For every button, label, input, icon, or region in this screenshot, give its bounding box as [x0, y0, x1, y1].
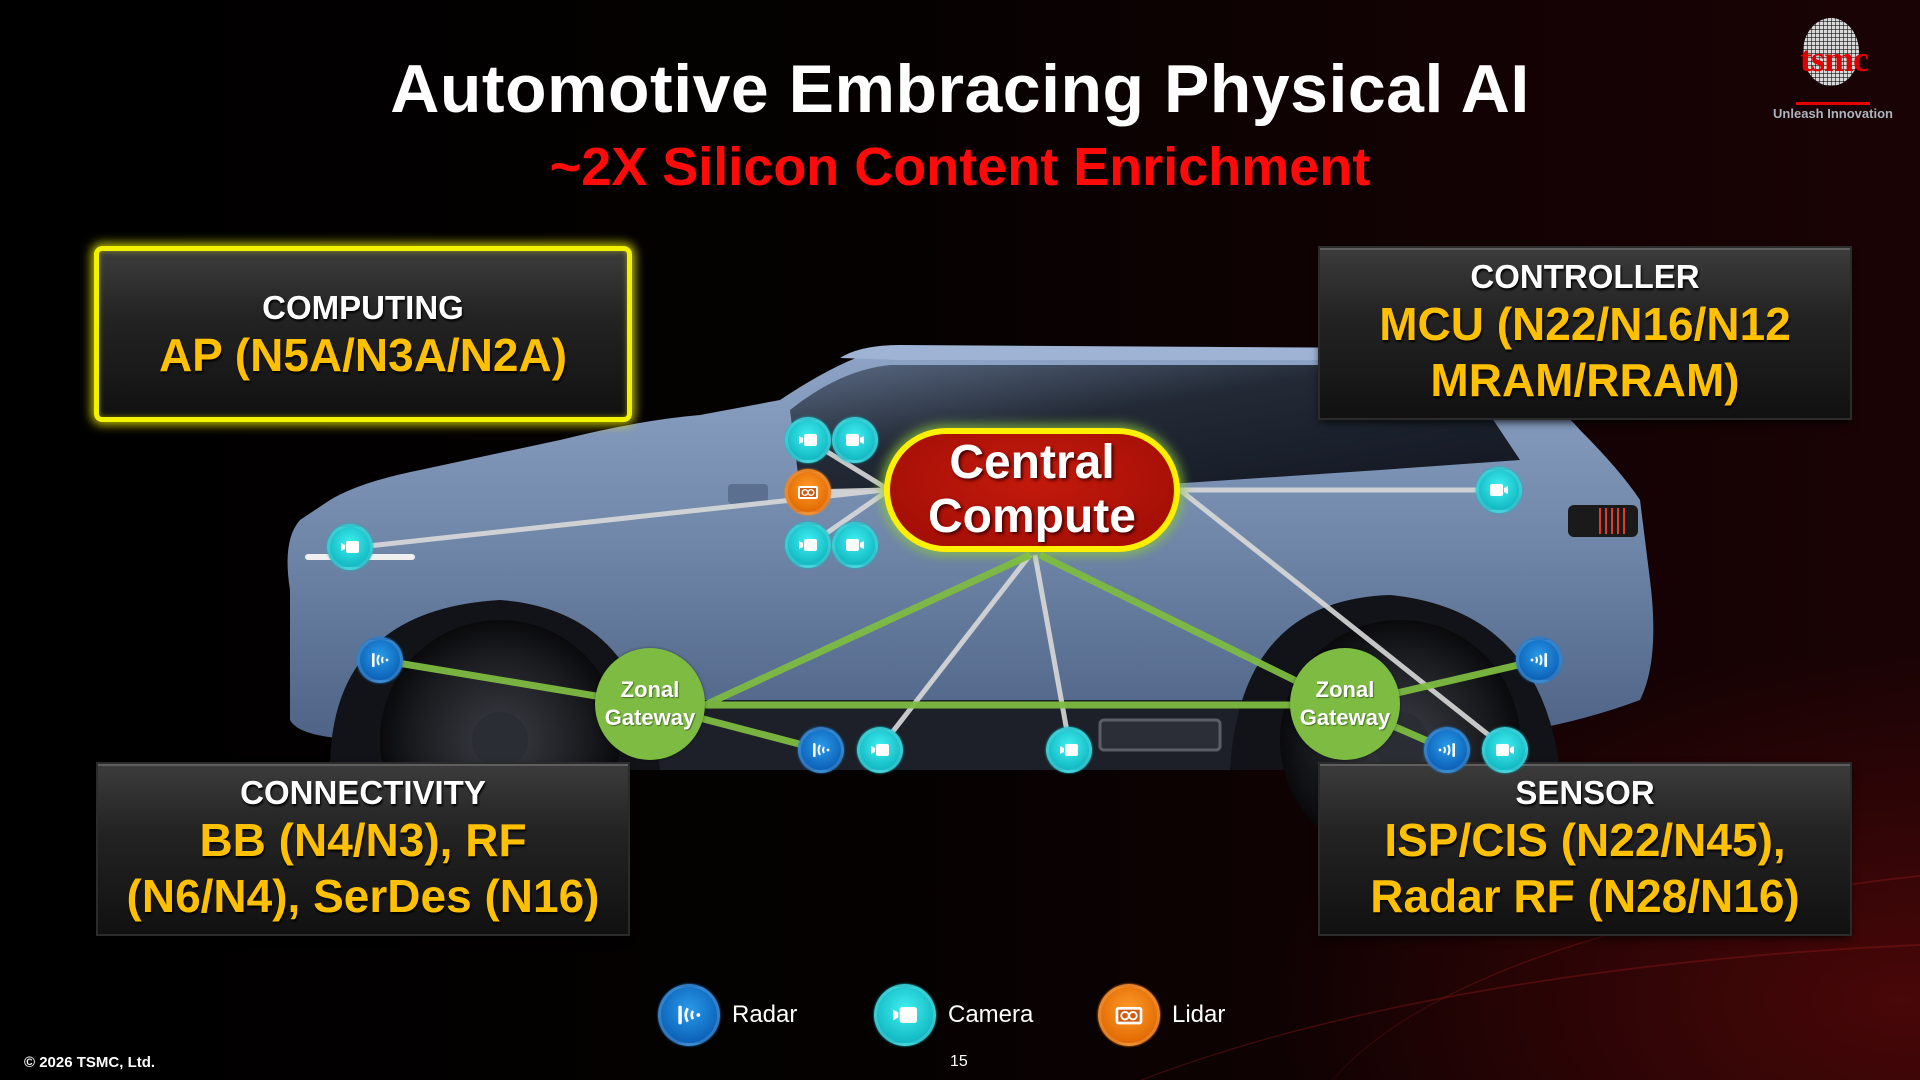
camera-icon: [832, 417, 878, 463]
camera-icon: [785, 417, 831, 463]
camera-icon: [874, 984, 936, 1046]
legend-label: Camera: [948, 1001, 1034, 1028]
zonal-gateway-front: Zonal Gateway: [595, 648, 705, 760]
car-rocker: [558, 700, 1343, 770]
zonal-gateway-label: Zonal: [1315, 677, 1375, 702]
sensor-detail-line2: Radar RF (N28/N16): [1370, 870, 1800, 922]
legend-item-camera: Camera: [874, 984, 1033, 1046]
logo-wordmark: tsmc: [1800, 39, 1869, 79]
central-compute-node: Central Compute: [884, 428, 1180, 552]
zonal-gateway-label: Gateway: [604, 705, 696, 730]
camera-icon: [1476, 467, 1522, 513]
computing-heading: COMPUTING: [262, 289, 464, 326]
radar-icon: [798, 727, 844, 773]
zonal-gateway-rear: Zonal Gateway: [1290, 648, 1400, 760]
camera-icon: [327, 524, 373, 570]
lidar-icon: [1098, 984, 1160, 1046]
slide-subtitle: ~2X Silicon Content Enrichment: [549, 137, 1371, 197]
central-compute-line1: Central: [949, 436, 1115, 489]
connectivity-heading: CONNECTIVITY: [240, 774, 486, 811]
sensor-box: SENSOR ISP/CIS (N22/N45), Radar RF (N28/…: [1320, 764, 1850, 934]
page-number: 15: [950, 1053, 968, 1070]
tsmc-logo: tsmc Unleash Innovation: [1758, 16, 1898, 126]
radar-icon: [658, 984, 720, 1046]
camera-icon: [832, 522, 878, 568]
connectivity-detail-line2: (N6/N4), SerDes (N16): [126, 870, 600, 922]
computing-detail: AP (N5A/N3A/N2A): [158, 329, 568, 381]
connectivity-detail-line1: BB (N4/N3), RF: [199, 814, 527, 866]
controller-box: CONTROLLER MCU (N22/N16/N12 MRAM/RRAM): [1320, 248, 1850, 418]
legend-item-lidar: Lidar: [1098, 984, 1225, 1046]
legend-item-radar: Radar: [658, 984, 797, 1046]
logo-underline: [1796, 102, 1870, 105]
radar-icon: [1516, 637, 1562, 683]
radar-icon: [357, 637, 403, 683]
connectivity-box: CONNECTIVITY BB (N4/N3), RF (N6/N4), Ser…: [98, 764, 628, 934]
controller-heading: CONTROLLER: [1470, 258, 1700, 295]
controller-detail-line2: MRAM/RRAM): [1430, 354, 1740, 406]
camera-icon: [1046, 727, 1092, 773]
camera-icon: [785, 522, 831, 568]
side-mirror: [728, 484, 768, 504]
slide-title: Automotive Embracing Physical AI: [390, 51, 1530, 127]
camera-icon: [857, 727, 903, 773]
legend-label: Radar: [732, 1001, 798, 1028]
zonal-gateway-label: Zonal: [620, 677, 680, 702]
camera-icon: [1482, 727, 1528, 773]
copyright: © 2026 TSMC, Ltd.: [24, 1054, 156, 1071]
controller-detail-line1: MCU (N22/N16/N12: [1379, 298, 1791, 350]
wafer-globe-icon: [1803, 18, 1859, 86]
lidar-icon: [785, 469, 831, 515]
legend-label: Lidar: [1172, 1001, 1226, 1028]
radar-icon: [1424, 727, 1470, 773]
zonal-gateway-label: Gateway: [1299, 705, 1391, 730]
sensor-detail-line1: ISP/CIS (N22/N45),: [1384, 814, 1786, 866]
sensor-heading: SENSOR: [1515, 774, 1655, 811]
logo-tagline: Unleash Innovation: [1773, 106, 1893, 121]
computing-box: COMPUTING AP (N5A/N3A/N2A): [94, 246, 632, 422]
central-compute-line2: Compute: [928, 490, 1136, 543]
taillight: [1568, 505, 1638, 537]
